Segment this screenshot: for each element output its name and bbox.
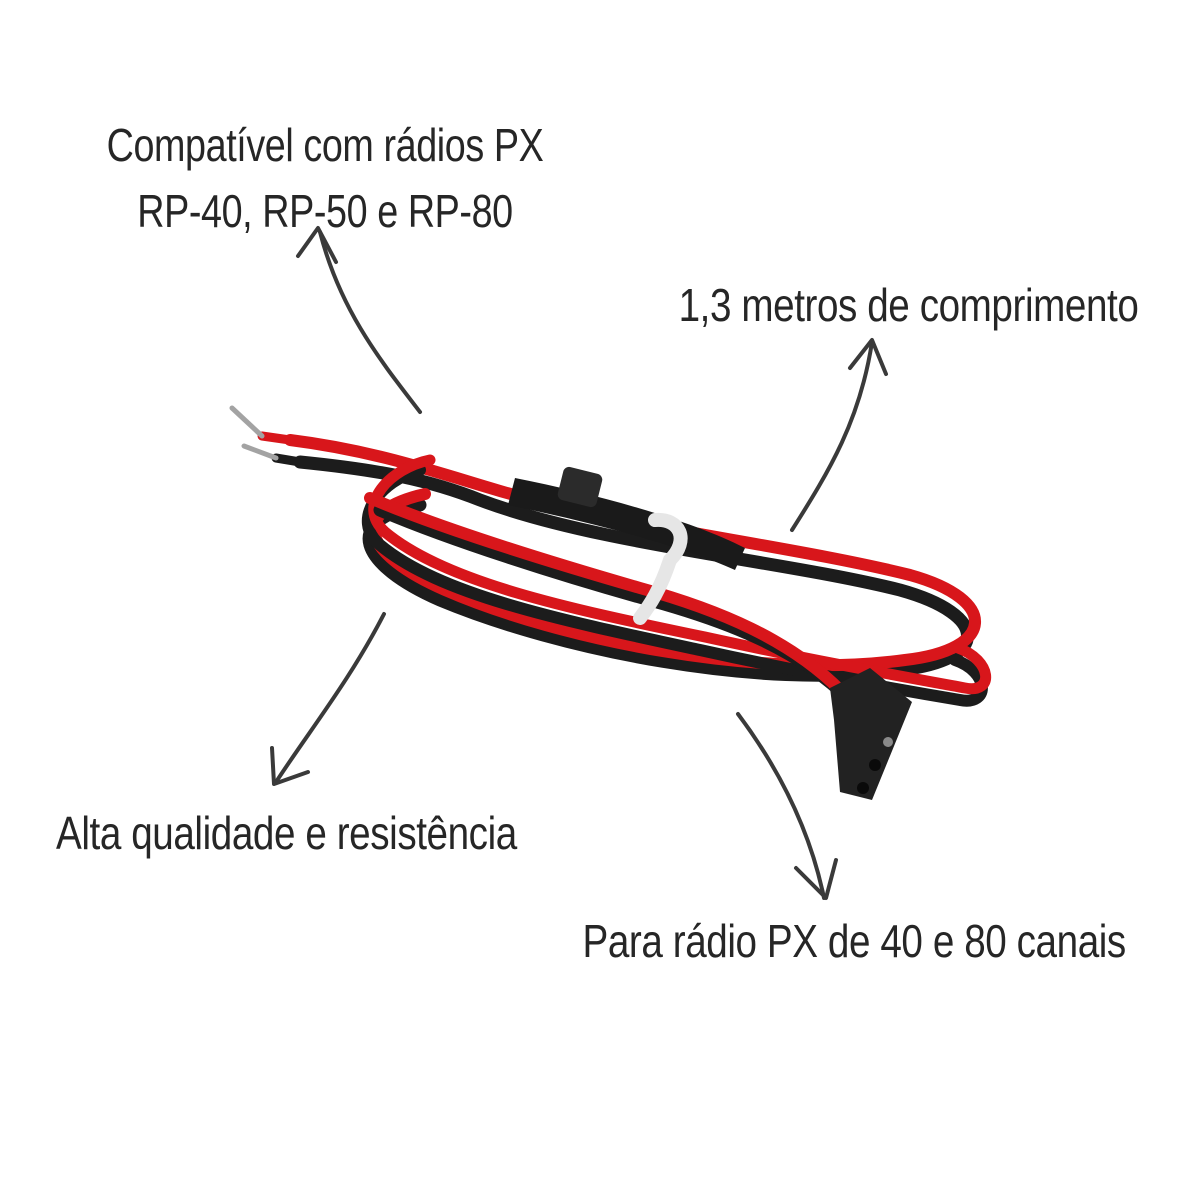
arrow-icon (296, 226, 422, 414)
arrow-icon (270, 612, 386, 786)
callout-compatibility-line-1: Compatível com rádios PX (106, 119, 544, 171)
connector-pin-hole (869, 759, 881, 771)
callout-channels: Para rádio PX de 40 e 80 canais (582, 915, 1127, 967)
callout-quality: Alta qualidade e resistência (56, 807, 517, 859)
power-cable (257, 431, 992, 707)
red-wire-front (364, 492, 846, 696)
black-wire-end (271, 453, 305, 467)
radio-connector (830, 668, 912, 800)
arrow-icon (736, 712, 838, 900)
callout-compatibility: Compatível com rádios PX RP-40, RP-50 e … (59, 112, 592, 244)
red-wire-loop-outer (368, 454, 992, 695)
callout-compatibility-line-2: RP-40, RP-50 e RP-80 (137, 185, 513, 237)
black-wire-loop-outer (361, 464, 988, 707)
arrow-icon (790, 338, 888, 532)
connector-pin-hole (857, 782, 869, 794)
red-wire-loop-back (284, 434, 981, 672)
bare-terminals (229, 405, 279, 461)
callout-length: 1,3 metros de comprimento (678, 279, 1138, 331)
cable-tie (633, 512, 688, 625)
connector-pin-hole (883, 737, 893, 747)
red-wire-end (257, 431, 295, 445)
